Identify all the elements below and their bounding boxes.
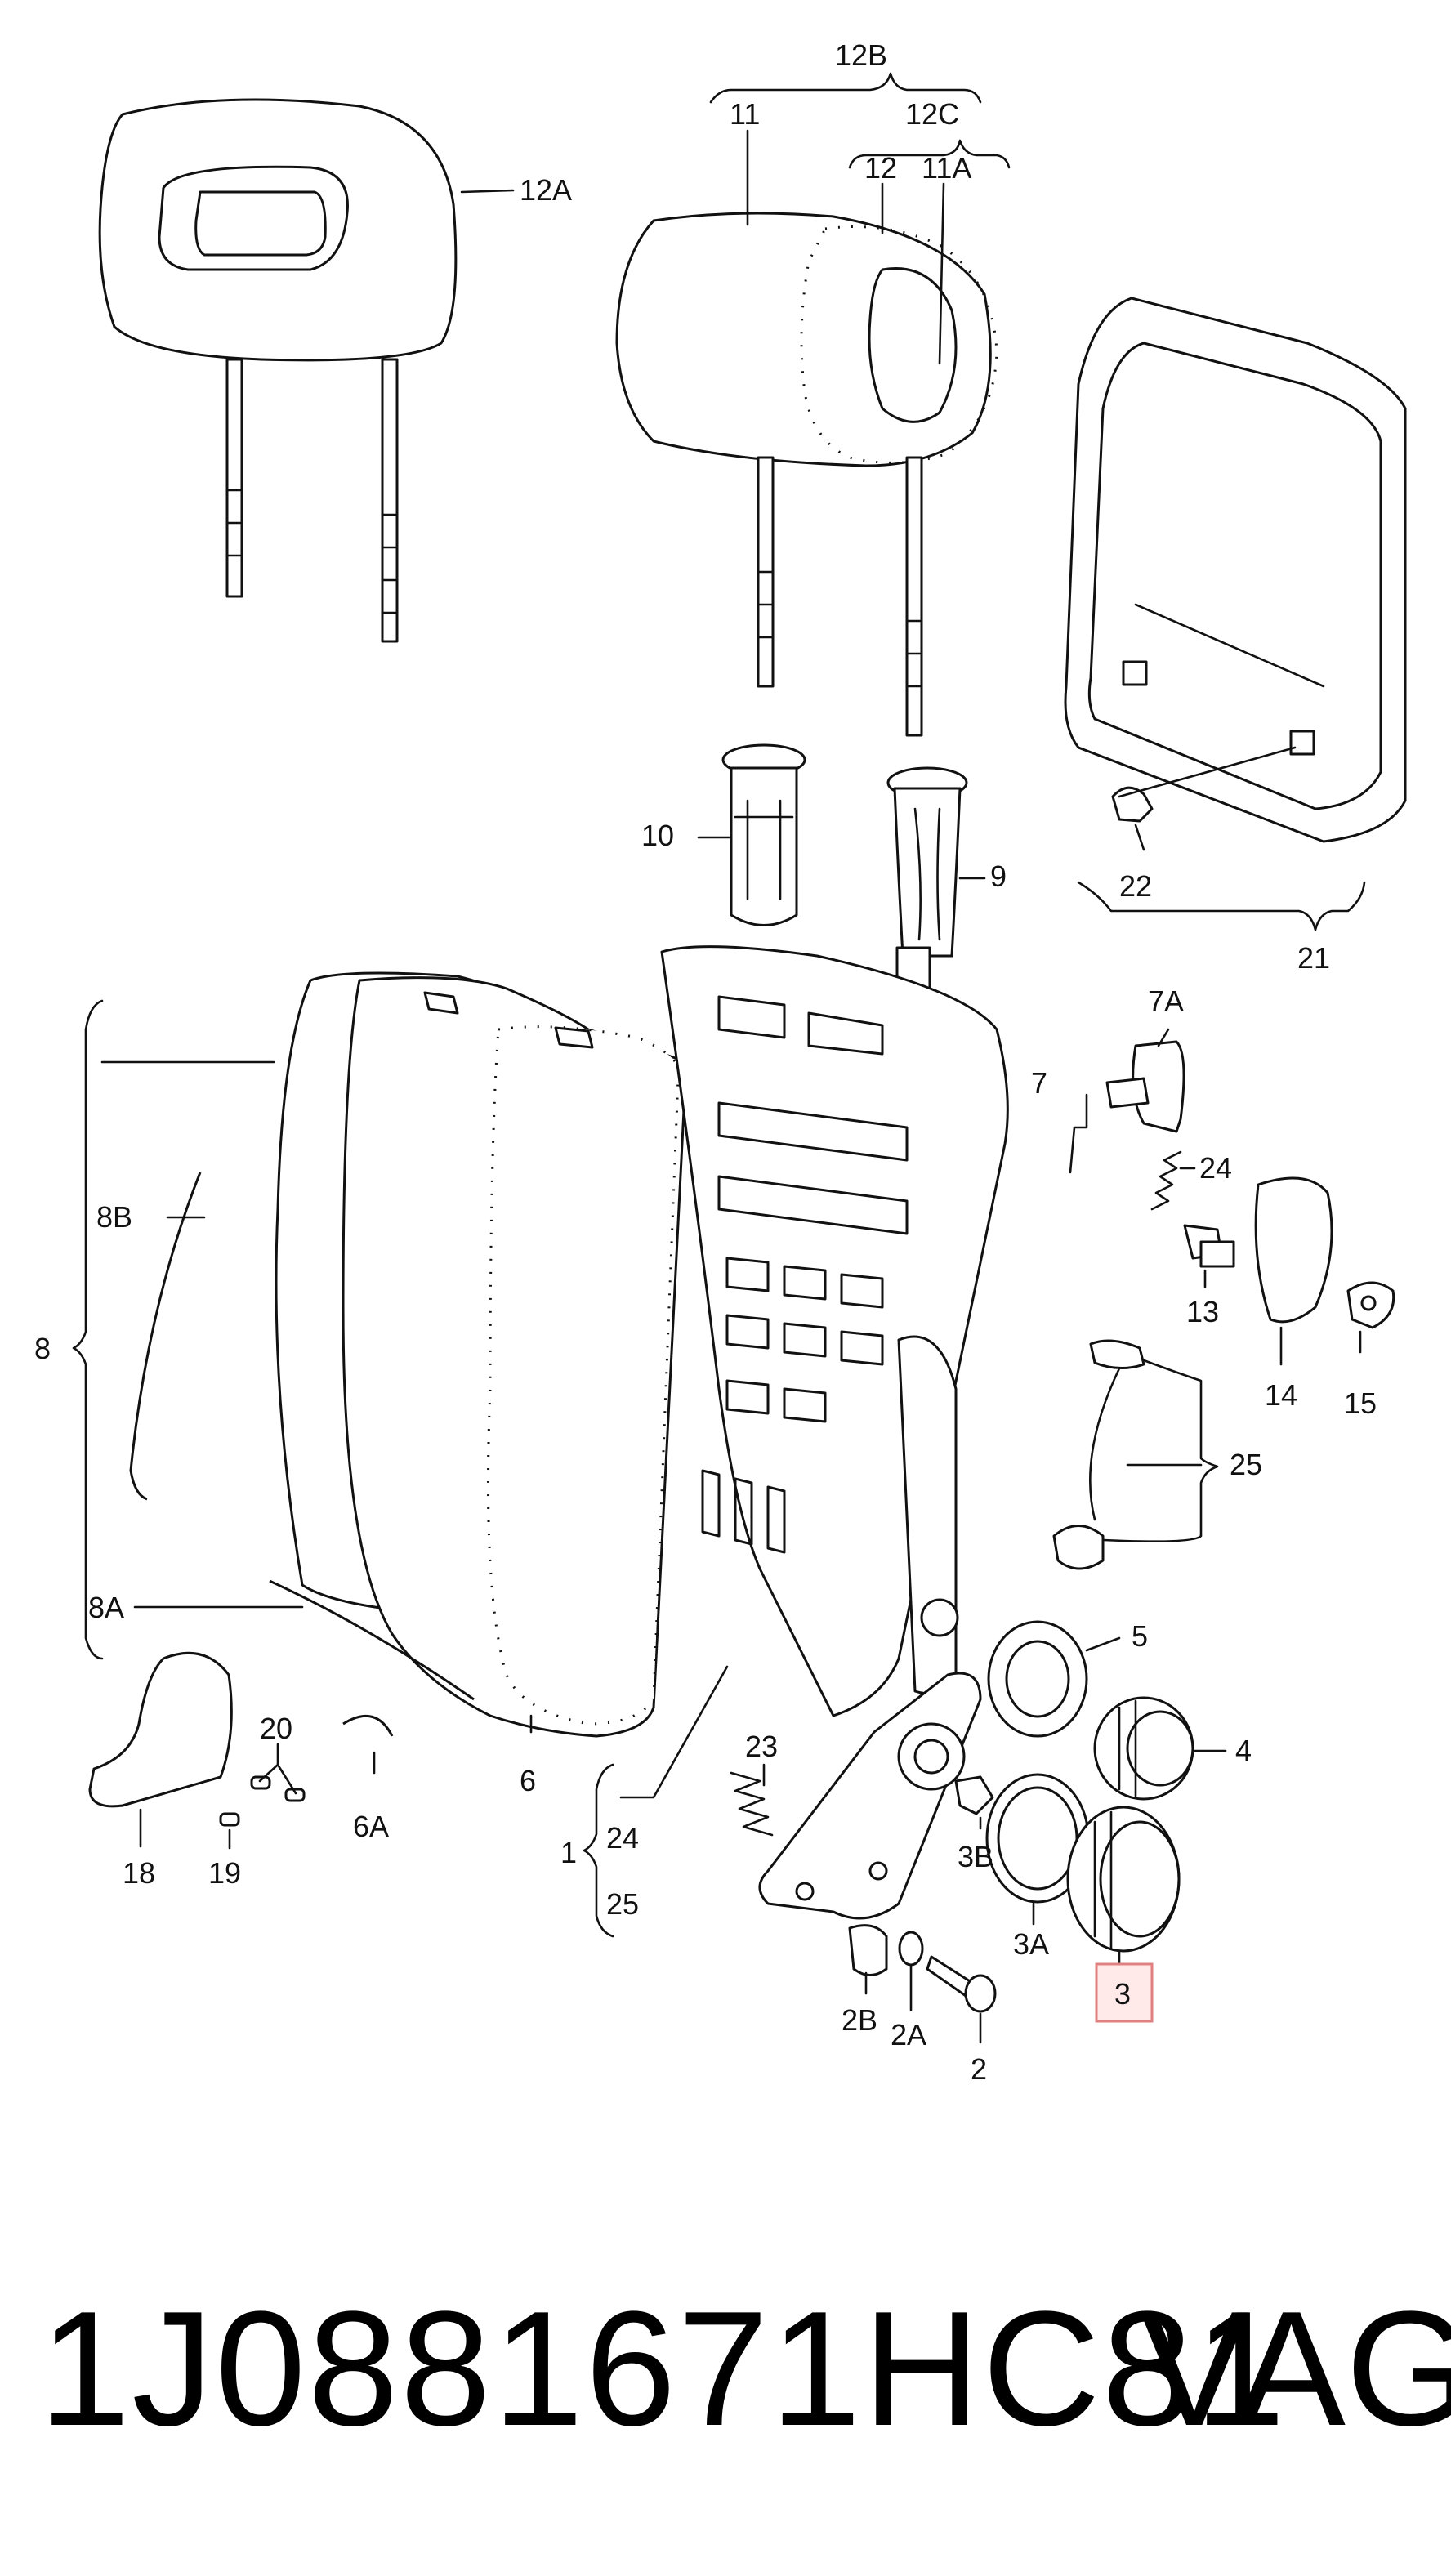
label-21[interactable]: 21	[1297, 941, 1330, 975]
label-24-upper[interactable]: 24	[1199, 1151, 1232, 1185]
label-18[interactable]: 18	[123, 1856, 155, 1890]
backrest-cover-8-drawing	[129, 971, 688, 1738]
headrest-11-drawing	[615, 212, 998, 737]
bushing-2b-drawing	[848, 1924, 888, 1976]
spring-24-drawing	[1150, 1150, 1182, 1211]
handle-14-drawing	[1254, 1176, 1333, 1324]
label-2[interactable]: 2	[971, 2052, 987, 2086]
brand-name: VAG	[1140, 2278, 1451, 2460]
label-2a[interactable]: 2A	[891, 2018, 926, 2051]
part-number: 1J0881671HC81	[39, 2278, 1288, 2460]
recliner-mechanism-drawing	[758, 1335, 982, 1920]
label-7[interactable]: 7	[1031, 1066, 1047, 1100]
label-8a[interactable]: 8A	[88, 1591, 124, 1624]
knob-4-drawing	[1093, 1696, 1194, 1801]
label-25-lower[interactable]: 25	[606, 1887, 639, 1921]
label-3[interactable]: 3	[1114, 1977, 1131, 2011]
label-12[interactable]: 12	[864, 151, 897, 185]
label-6a[interactable]: 6A	[353, 1810, 389, 1843]
label-20[interactable]: 20	[260, 1712, 292, 1745]
label-9[interactable]: 9	[990, 859, 1007, 893]
bolt-2-drawing	[926, 1955, 997, 2013]
ring-3a-drawing	[985, 1773, 1090, 1904]
label-12b[interactable]: 12B	[835, 38, 887, 72]
pins-20-drawing	[250, 1775, 306, 1802]
caption-bar: 1J0881671HC81 VAG	[0, 2271, 1451, 2484]
label-12c[interactable]: 12C	[905, 97, 959, 131]
clip-3b-drawing	[954, 1775, 994, 1815]
label-2b[interactable]: 2B	[842, 2003, 877, 2037]
clip-13-drawing	[1183, 1224, 1235, 1268]
guide-9-drawing	[886, 766, 968, 998]
label-3b[interactable]: 3B	[958, 1840, 993, 1873]
label-7a[interactable]: 7A	[1148, 984, 1184, 1018]
clip-6a-drawing	[342, 1714, 394, 1737]
label-5[interactable]: 5	[1132, 1619, 1148, 1653]
ring-5-drawing	[987, 1620, 1088, 1738]
label-10[interactable]: 10	[641, 819, 674, 852]
label-19[interactable]: 19	[208, 1856, 241, 1890]
washer-2a-drawing	[898, 1931, 924, 1967]
callout-labels: 12B 11 12C 12 11A 12A 10 9 22 21 7A 7 24…	[34, 38, 1377, 2086]
label-1[interactable]: 1	[560, 1836, 577, 1869]
pin-19-drawing	[219, 1812, 240, 1827]
label-22[interactable]: 22	[1119, 869, 1152, 903]
label-23[interactable]: 23	[745, 1730, 778, 1763]
highlight-box-3	[1095, 1962, 1154, 2023]
label-3a[interactable]: 3A	[1013, 1927, 1049, 1961]
exploded-parts-diagram: 12B 11 12C 12 11A 12A 10 9 22 21 7A 7 24…	[34, 38, 1407, 2086]
label-24-lower[interactable]: 24	[606, 1821, 639, 1855]
label-15[interactable]: 15	[1344, 1386, 1377, 1420]
spring-23-drawing	[730, 1771, 774, 1837]
label-11a[interactable]: 11A	[922, 151, 971, 185]
label-11[interactable]: 11	[730, 97, 760, 131]
label-8b[interactable]: 8B	[96, 1200, 132, 1234]
key-15-drawing	[1346, 1281, 1395, 1329]
label-14[interactable]: 14	[1265, 1378, 1297, 1412]
cover-18-drawing	[88, 1651, 233, 1808]
back-panel-21-drawing	[1064, 297, 1407, 843]
label-13[interactable]: 13	[1186, 1295, 1219, 1328]
label-25-upper[interactable]: 25	[1230, 1448, 1262, 1481]
label-12a[interactable]: 12A	[520, 173, 572, 207]
knob-3-drawing	[1066, 1806, 1181, 1953]
headrest-12a-drawing	[98, 98, 458, 643]
label-8[interactable]: 8	[34, 1332, 51, 1365]
part-7a-drawing	[1105, 1040, 1185, 1133]
leader-lines	[72, 72, 1366, 2044]
guide-10-drawing	[721, 743, 806, 926]
label-6[interactable]: 6	[520, 1764, 536, 1797]
parts-25-drawing	[1052, 1339, 1145, 1570]
label-4[interactable]: 4	[1235, 1734, 1252, 1767]
